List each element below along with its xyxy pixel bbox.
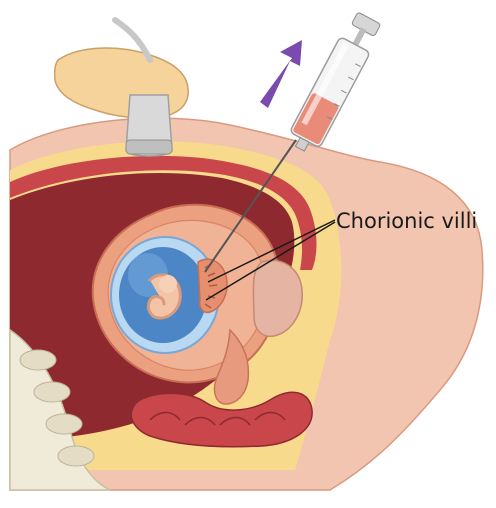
probe-head: [126, 140, 172, 154]
embryo-head: [159, 275, 177, 293]
chorionic-villi-label: Chorionic villi: [336, 209, 477, 233]
